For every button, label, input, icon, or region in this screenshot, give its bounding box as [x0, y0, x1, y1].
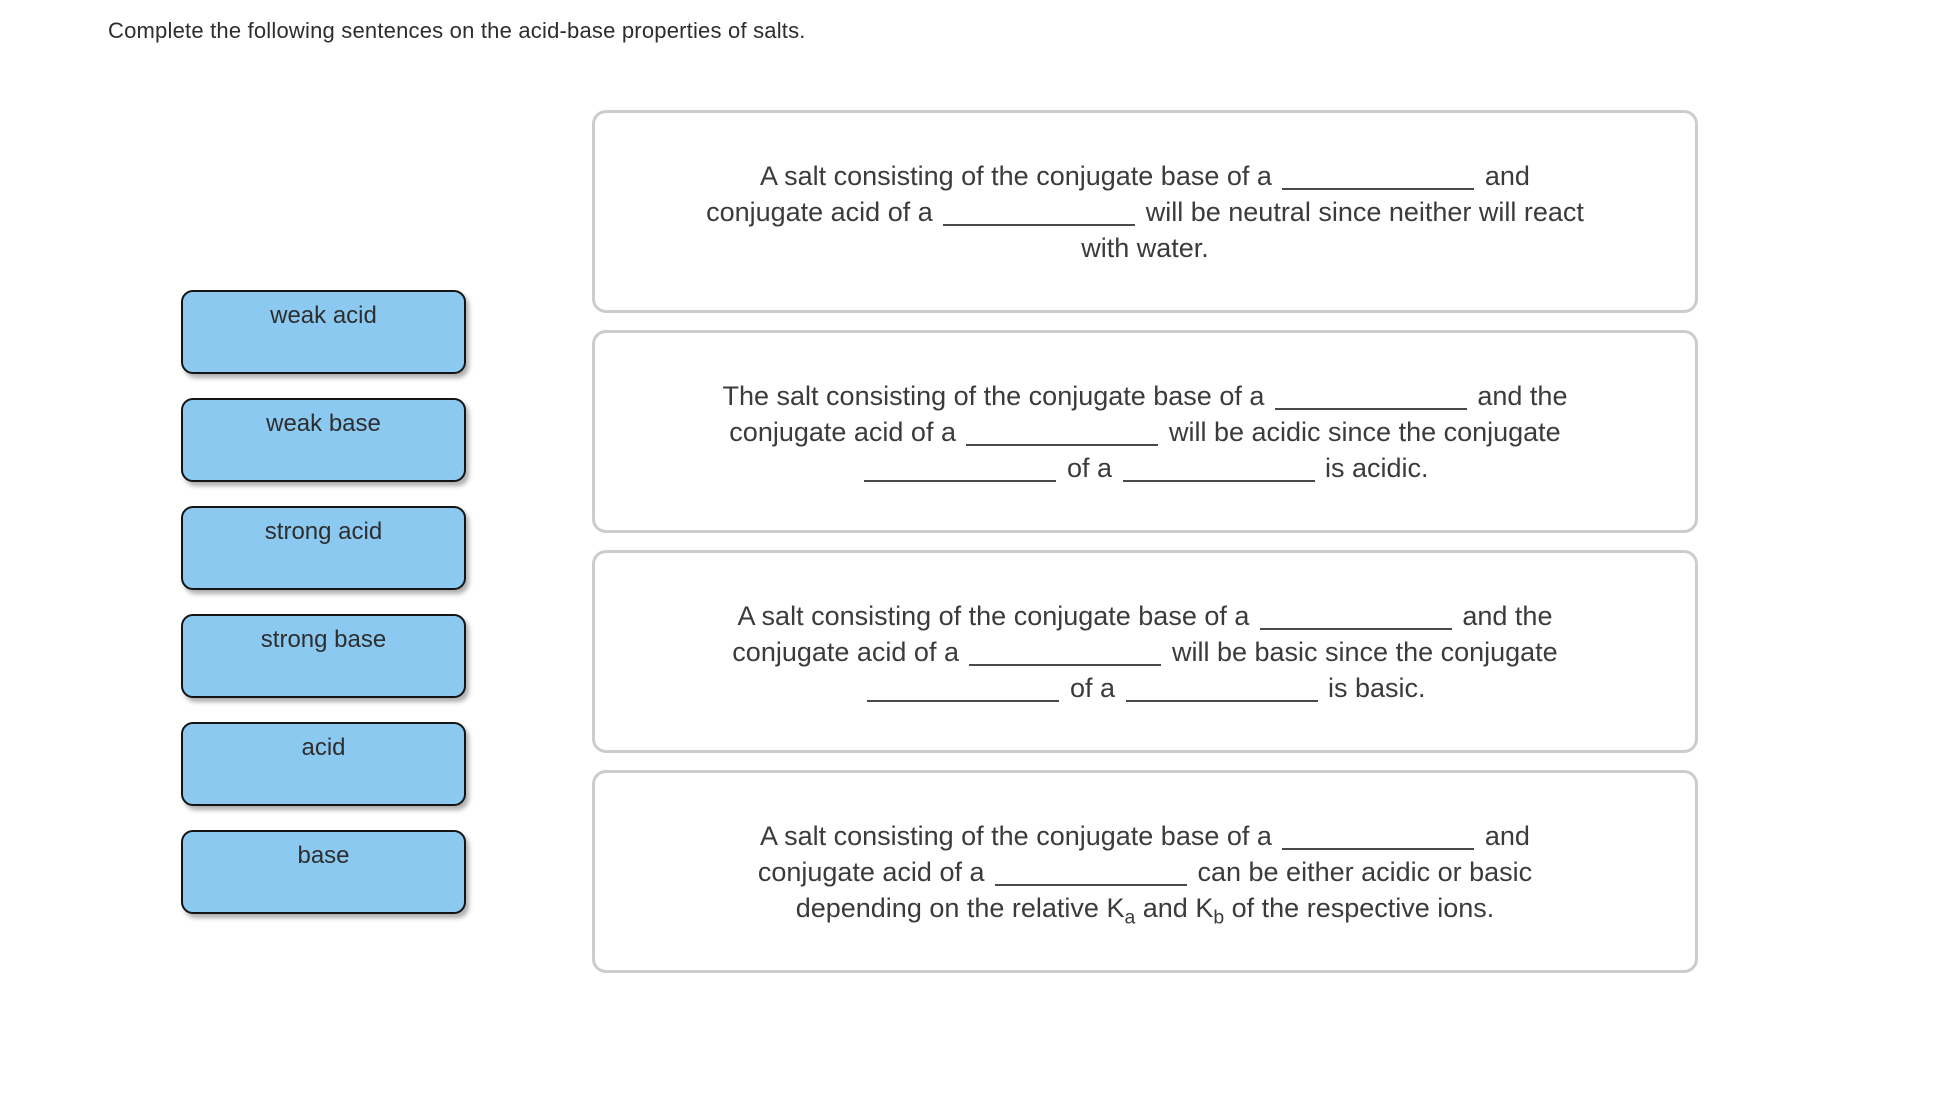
questions-panel: A salt consisting of the conjugate base …: [592, 110, 1698, 990]
word-bank-item-weak-base[interactable]: weak base: [181, 398, 466, 482]
word-bank-item-strong-acid[interactable]: strong acid: [181, 506, 466, 590]
sentence-line: conjugate acid of a will be neutral sinc…: [706, 196, 1584, 227]
sentence-line: of a is basic.: [629, 670, 1661, 706]
blank-drop-zone[interactable]: [969, 640, 1162, 666]
sentence-line: conjugate acid of a will be basic since …: [732, 636, 1558, 667]
question-card-either: A salt consisting of the conjugate base …: [592, 770, 1698, 973]
question-card-acidic: The salt consisting of the conjugate bas…: [592, 330, 1698, 533]
blank-drop-zone[interactable]: [1122, 456, 1315, 482]
word-bank: weak acid weak base strong acid strong b…: [181, 290, 466, 938]
sentence-line: with water.: [1081, 232, 1209, 263]
blank-drop-zone[interactable]: [1282, 824, 1475, 850]
word-bank-item-weak-acid[interactable]: weak acid: [181, 290, 466, 374]
blank-drop-zone[interactable]: [1125, 676, 1318, 702]
instruction-text: Complete the following sentences on the …: [108, 18, 806, 43]
sentence-line: conjugate acid of a can be either acidic…: [757, 856, 1533, 887]
sentence-line: A salt consisting of the conjugate base …: [737, 600, 1553, 631]
sentence-line: conjugate acid of a will be acidic since…: [729, 416, 1561, 447]
blank-drop-zone[interactable]: [943, 200, 1136, 226]
sentence-line: A salt consisting of the conjugate base …: [760, 160, 1530, 191]
sentence-line: The salt consisting of the conjugate bas…: [722, 380, 1568, 411]
sentence-line: of a is acidic.: [629, 450, 1661, 486]
blank-drop-zone[interactable]: [994, 860, 1187, 886]
blank-drop-zone[interactable]: [1274, 384, 1467, 410]
blank-drop-zone[interactable]: [1282, 164, 1475, 190]
word-bank-item-acid[interactable]: acid: [181, 722, 466, 806]
blank-drop-zone[interactable]: [867, 676, 1060, 702]
word-bank-item-strong-base[interactable]: strong base: [181, 614, 466, 698]
word-bank-item-base[interactable]: base: [181, 830, 466, 914]
sentence-line: A salt consisting of the conjugate base …: [760, 820, 1530, 851]
question-card-neutral: A salt consisting of the conjugate base …: [592, 110, 1698, 313]
sentence-line: depending on the relative Ka and Kb of t…: [795, 892, 1495, 928]
blank-drop-zone[interactable]: [864, 456, 1057, 482]
blank-drop-zone[interactable]: [1259, 604, 1452, 630]
question-card-basic: A salt consisting of the conjugate base …: [592, 550, 1698, 753]
blank-drop-zone[interactable]: [966, 420, 1159, 446]
